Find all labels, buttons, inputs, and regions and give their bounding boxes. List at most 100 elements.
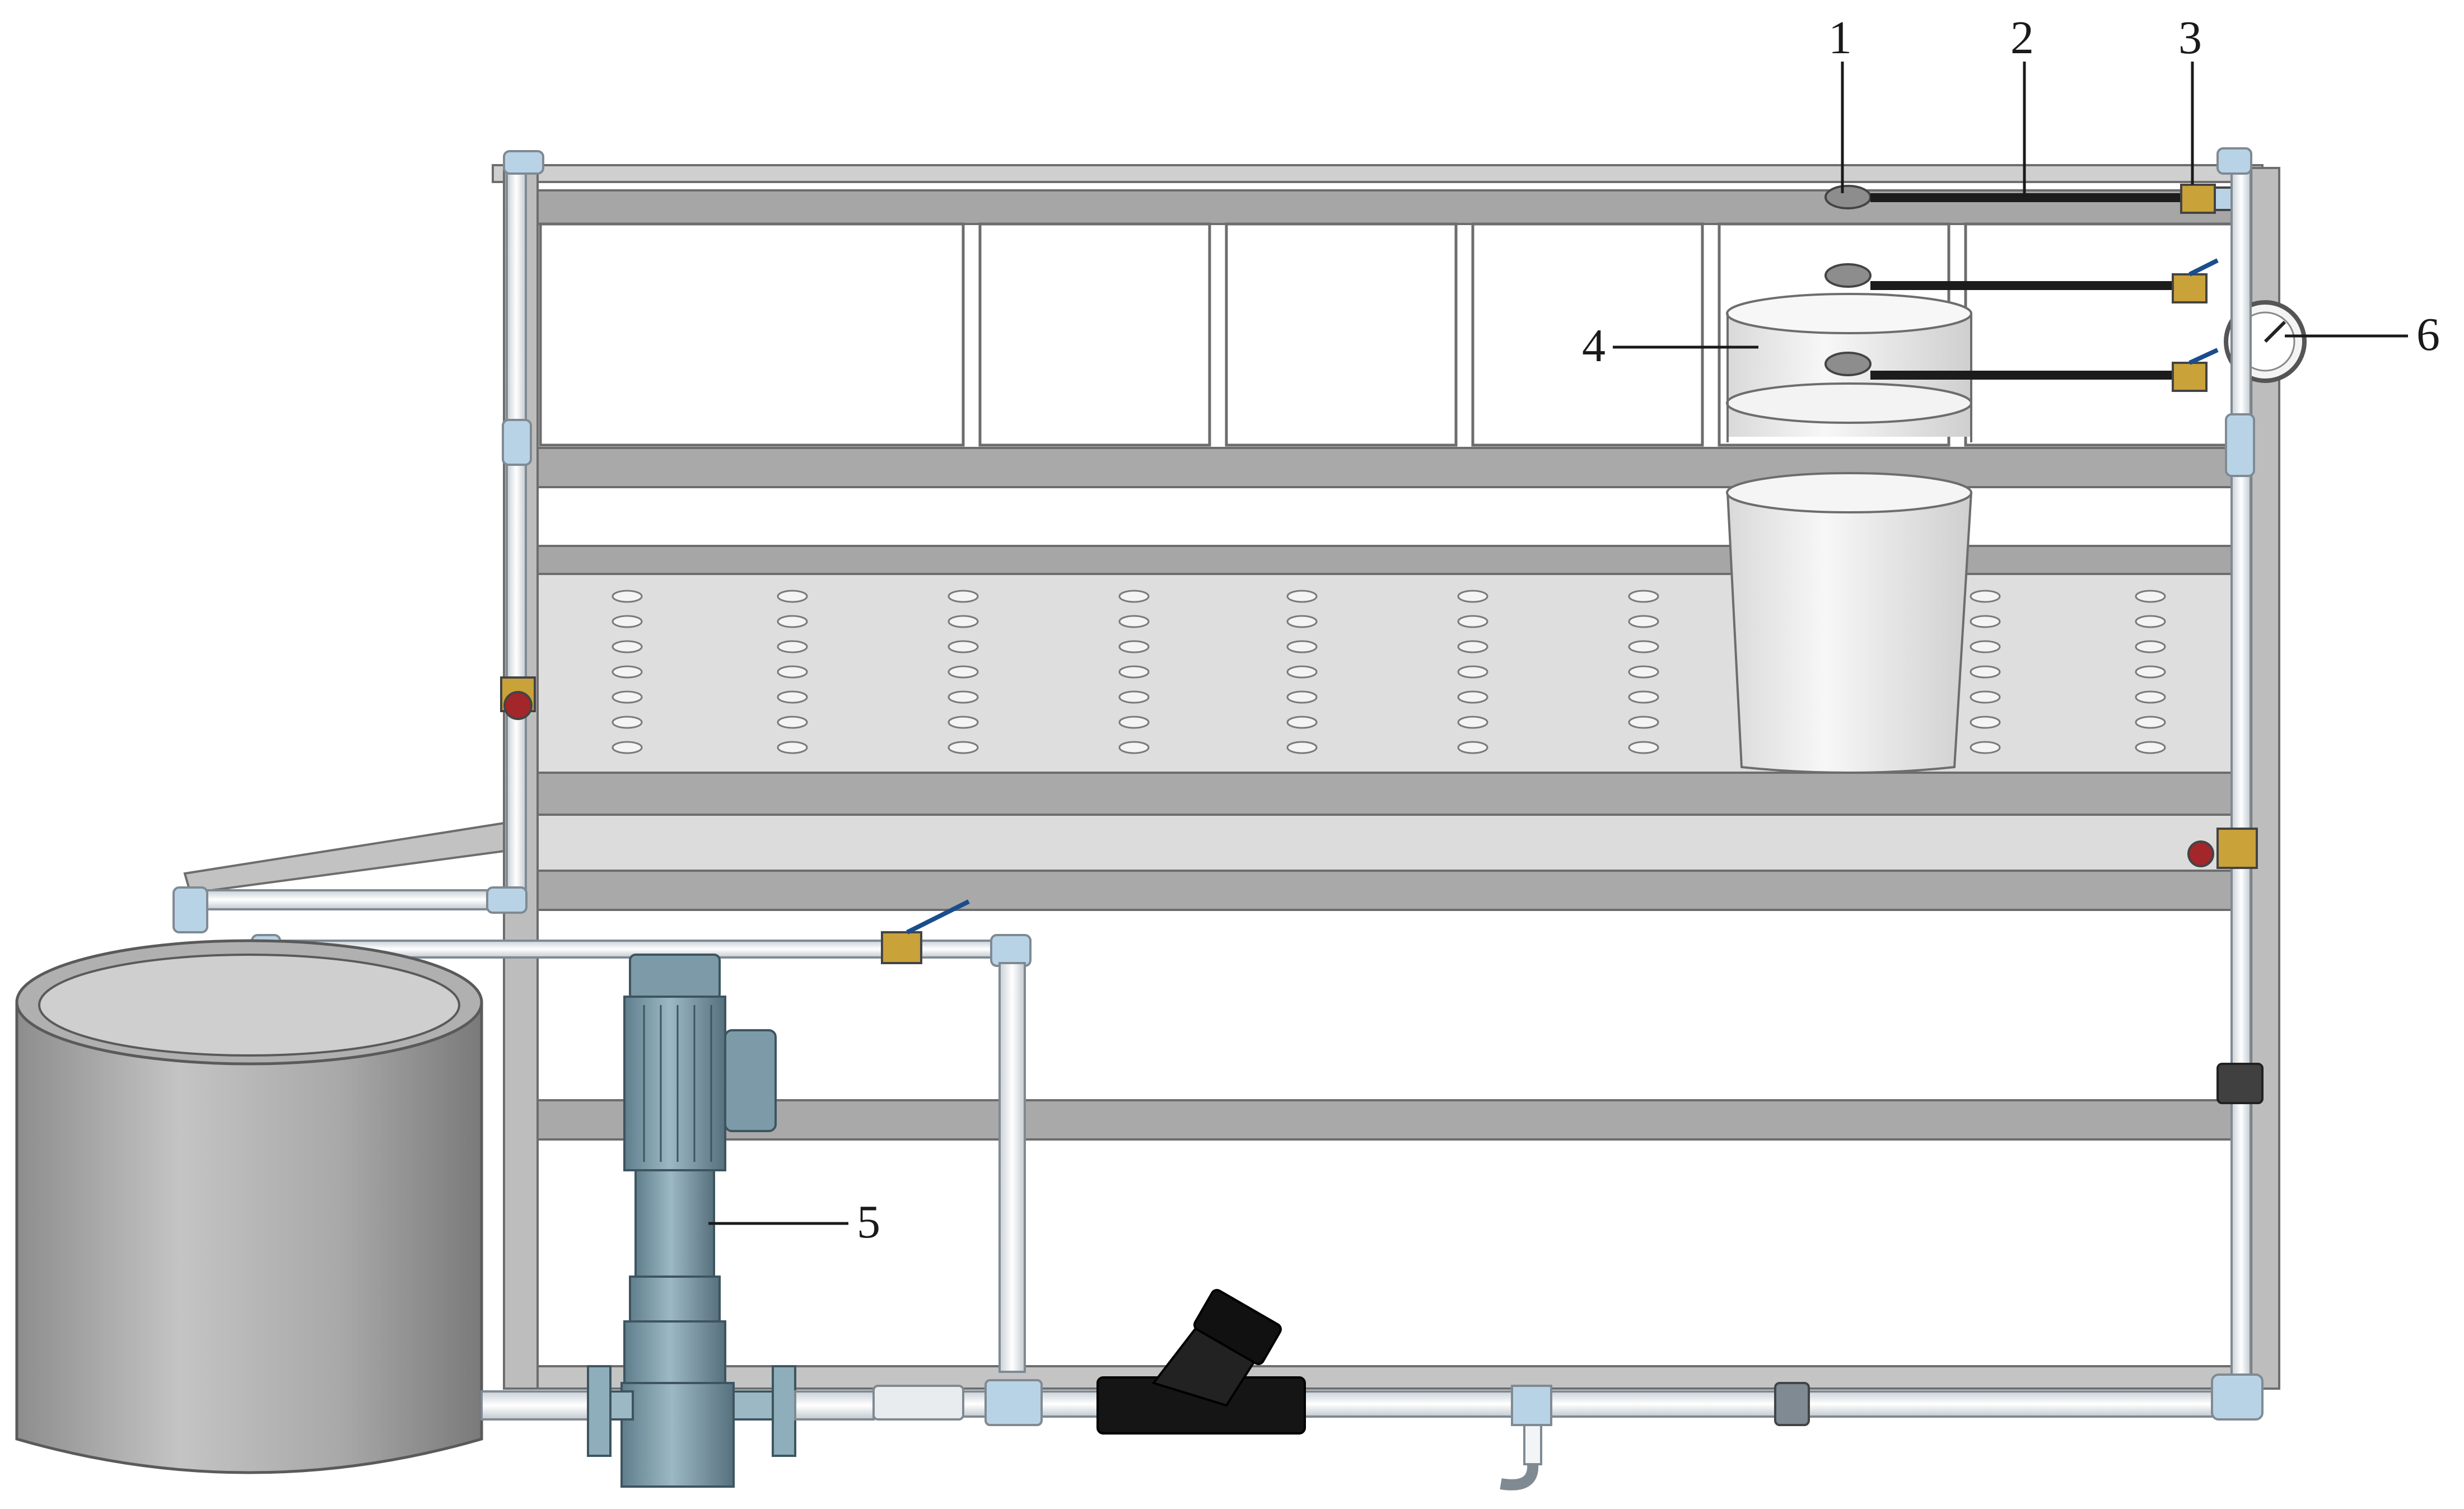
tank-outlet (480, 1390, 595, 1421)
pipe-left-outlet (184, 889, 522, 910)
tray-hole (777, 690, 808, 704)
tray-hole (1970, 690, 2001, 704)
callout-label-5: 5 (857, 1196, 880, 1248)
union-right (2216, 1063, 2264, 1104)
tray-hole (1628, 665, 1659, 679)
ball-valve-return (881, 899, 970, 964)
union-bottom (1774, 1382, 1810, 1426)
callout-label-1: 1 (1828, 12, 1852, 64)
y-strainer (1096, 1289, 1306, 1435)
overflow-chute (183, 821, 505, 895)
drain-tap (1500, 1385, 1552, 1491)
callout-label-6: 6 (2416, 309, 2440, 361)
tray-hole (1628, 615, 1659, 628)
tray-hole (1118, 716, 1150, 729)
frame-bottom-beam-1 (536, 1099, 2252, 1141)
callout-label-4: 4 (1582, 320, 1606, 372)
tray-hole (1286, 741, 1318, 754)
pipe-return-vertical (998, 962, 1026, 1373)
tray-hole (2135, 615, 2166, 628)
tray-hole (948, 690, 979, 704)
tray-hole (1286, 590, 1318, 603)
hose-line-mid (1824, 258, 2219, 303)
tray-hole (777, 716, 808, 729)
tray-hole (2135, 690, 2166, 704)
tray-hole (612, 665, 643, 679)
frame-base-beam (536, 1365, 2252, 1390)
tray-hole (1286, 716, 1318, 729)
tray-hole (1457, 741, 1488, 754)
upper-panels (539, 222, 2242, 447)
tray-hole (1628, 690, 1659, 704)
tray-hole (777, 665, 808, 679)
tray-hole (2135, 640, 2166, 653)
pipe-right-vertical (2230, 156, 2252, 1379)
valve-right (2187, 828, 2258, 869)
tray-hole (1970, 590, 2001, 603)
tray-hole (1118, 741, 1150, 754)
tray-hole (1286, 690, 1318, 704)
water-tank (15, 939, 595, 1474)
frame-mid-beam (503, 447, 2264, 488)
tray-hole (777, 640, 808, 653)
tray-hole (1118, 615, 1150, 628)
tray-hole (948, 665, 979, 679)
tray-hole (2135, 741, 2166, 754)
tray-hole (777, 590, 808, 603)
tray-hole (1457, 615, 1488, 628)
frame-lower-beam-2 (536, 870, 2252, 911)
tray-hole (612, 590, 643, 603)
tray-hole (1118, 665, 1150, 679)
tray-hole (1628, 716, 1659, 729)
tray-hole (1118, 690, 1150, 704)
tray-hole (1457, 590, 1488, 603)
tray-hole (948, 716, 979, 729)
callout-label-3: 3 (2178, 12, 2202, 64)
tray-hole (1286, 640, 1318, 653)
ball-valve-top (2180, 184, 2216, 214)
cylindrical-drum (1726, 293, 1973, 774)
tray-hole (1286, 665, 1318, 679)
tray-hole (1970, 741, 2001, 754)
tray-hole (1118, 640, 1150, 653)
tray-hole (612, 741, 643, 754)
piping (172, 147, 2264, 1491)
tray-hole (1457, 690, 1488, 704)
tray-hole (1457, 716, 1488, 729)
pipe-left-vertical (506, 158, 527, 908)
frame-lower-panel (536, 814, 2252, 872)
tray-hole (1457, 640, 1488, 653)
frame-top-rail (492, 164, 2264, 183)
tray-hole (612, 690, 643, 704)
tray-hole (1628, 741, 1659, 754)
tray-hole (1970, 615, 2001, 628)
sensor-hoses (1824, 184, 2238, 392)
tray-hole (1118, 590, 1150, 603)
tray-hole (948, 640, 979, 653)
tray-hole (612, 640, 643, 653)
tray-hole (1970, 640, 2001, 653)
tray-hole (2135, 665, 2166, 679)
tray-hole (948, 590, 979, 603)
vertical-pump (587, 954, 875, 1488)
tray-hole (1970, 716, 2001, 729)
tray-hole (1970, 665, 2001, 679)
tray-hole (2135, 590, 2166, 603)
tray-holes (612, 590, 2166, 754)
hose-line-low (1824, 348, 2219, 392)
tray-hole (612, 716, 643, 729)
sensor-head-1 (1824, 185, 1872, 209)
tray-hole (777, 615, 808, 628)
tray-hole (1286, 615, 1318, 628)
tray-hole (1628, 590, 1659, 603)
perforated-tray-rim (536, 545, 2252, 575)
tee-bottom (984, 1379, 1043, 1426)
frame-lower-beam-1 (536, 772, 2252, 816)
tray-hole (777, 741, 808, 754)
tray-hole (948, 741, 979, 754)
tray-hole (612, 615, 643, 628)
callout-label-2: 2 (2010, 12, 2034, 64)
tray-hole (948, 615, 979, 628)
tray-hole (1457, 665, 1488, 679)
